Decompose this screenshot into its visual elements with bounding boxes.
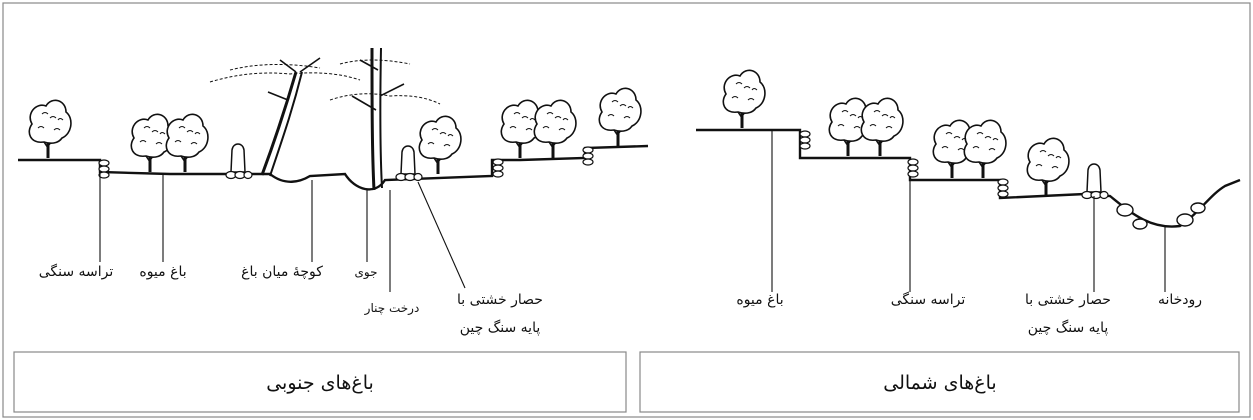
south-title-box: باغ‌های جنوبی — [13, 351, 627, 413]
south-tree-3 — [164, 112, 210, 174]
north-tree-6 — [1025, 136, 1071, 198]
south-terrace-stones-3 — [582, 146, 594, 166]
north-label-orchard: باغ میوه — [736, 292, 783, 308]
south-tree-6 — [532, 98, 578, 160]
north-terrace-stones-1 — [799, 130, 811, 150]
north-terrace-stones-2 — [907, 158, 919, 178]
south-tree-7 — [597, 86, 643, 148]
plane-tree-left — [209, 57, 361, 177]
south-section: تراسه سنگی باغ میوه کوچهٔ میان باغ جوی د… — [18, 47, 649, 336]
north-label-stone-terrace: تراسه سنگی — [891, 291, 966, 308]
south-mud-wall-1 — [225, 143, 253, 180]
plane-tree-right — [329, 47, 441, 191]
south-label-plane-tree: درخت چنار — [364, 301, 420, 316]
south-tree-1 — [27, 98, 73, 160]
river-rocks — [1116, 202, 1206, 230]
north-tree-1 — [721, 68, 767, 130]
north-mud-wall — [1081, 163, 1109, 200]
south-terrace-stones-2 — [492, 158, 504, 178]
south-tree-4 — [417, 114, 463, 176]
south-label-garden-alley: کوچهٔ میان باغ — [241, 264, 323, 280]
north-section: باغ میوه تراسه سنگی حصار خشتی با پایه سن… — [696, 68, 1241, 336]
south-label-mud-wall-2: پایه سنگ چین — [460, 319, 541, 336]
north-title-box: باغ‌های شمالی — [639, 351, 1240, 413]
south-label-mud-wall-1: حصار خشتی با — [457, 292, 543, 308]
north-tree-3 — [859, 96, 905, 158]
north-title: باغ‌های شمالی — [883, 372, 996, 394]
south-label-orchard: باغ میوه — [139, 264, 186, 280]
north-terrace-stones-3 — [997, 178, 1009, 198]
north-label-mud-wall-1: حصار خشتی با — [1025, 292, 1111, 308]
south-label-stream: جوی — [354, 265, 377, 280]
south-title: باغ‌های جنوبی — [266, 372, 374, 394]
south-mud-wall-2 — [395, 145, 423, 182]
north-label-river: رودخانه — [1158, 292, 1202, 308]
north-label-mud-wall-2: پایه سنگ چین — [1028, 319, 1109, 336]
south-label-stone-terrace: تراسه سنگی — [39, 263, 114, 280]
north-tree-5 — [962, 118, 1008, 180]
